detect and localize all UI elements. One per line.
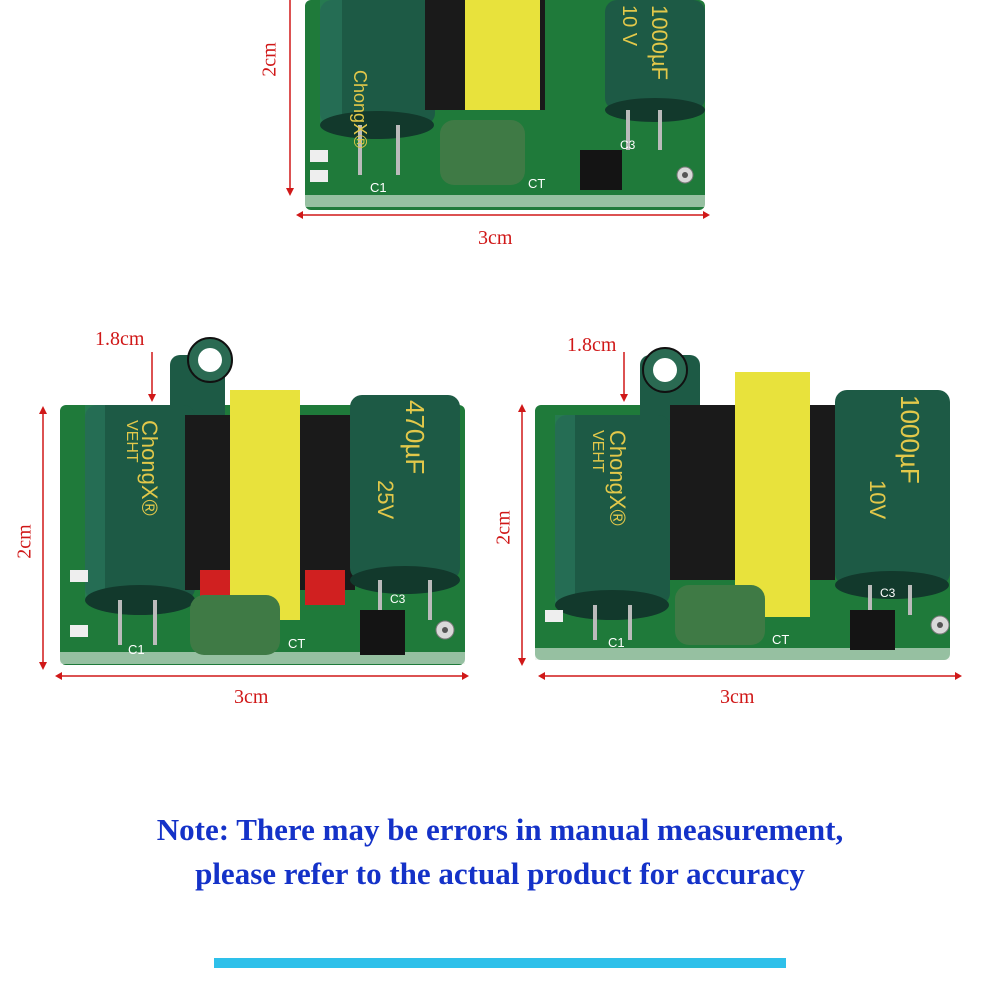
note-line-1: Note: There may be errors in manual meas…: [156, 812, 844, 847]
silk-c1: C1: [128, 642, 145, 657]
right-capacitor: [350, 395, 460, 580]
top-module-photo: ChongX® 1000µF 10 V C1 CT C3: [250, 0, 710, 260]
transformer: [465, 0, 540, 110]
left-dimension-lines: [39, 352, 469, 680]
ic-chip: [580, 150, 622, 190]
transformer: [230, 390, 300, 620]
left-capacitor: [320, 0, 435, 125]
right-module-photo: ChongX® VEHT 1000µF 10V C1 CT C3: [530, 330, 960, 680]
left-capacitor: [85, 405, 195, 600]
top-module-illustration: [305, 0, 705, 210]
silk-c3: C3: [880, 586, 896, 600]
film-capacitor: [675, 585, 765, 645]
ic-chip: [850, 610, 895, 650]
right-module-illustration: [535, 347, 950, 660]
film-capacitor: [190, 595, 280, 655]
silk-ct: CT: [288, 636, 306, 651]
silk-c3: C3: [620, 138, 636, 152]
top-width-label: 3cm: [478, 227, 513, 249]
top-dimension-lines: [286, 0, 710, 219]
silk-ct: CT: [528, 176, 546, 191]
silk-c3: C3: [390, 592, 406, 606]
film-capacitor: [440, 120, 525, 185]
right-dimension-lines: [518, 352, 962, 680]
silk-ct: CT: [772, 632, 790, 647]
right-capacitor: [605, 0, 705, 110]
note-line-2: please refer to the actual product for a…: [195, 856, 805, 891]
left-depth-label: 1.8cm: [95, 328, 145, 350]
left-module-photo: ChongX® VEHT 470µF 25V C1 CT C3: [50, 330, 480, 690]
ic-chip: [360, 610, 405, 655]
left-module-illustration: [60, 337, 465, 665]
divider-bar: [214, 958, 786, 968]
left-width-label: 3cm: [234, 686, 269, 708]
left-capacitor: [555, 415, 670, 605]
silk-c1: C1: [608, 635, 625, 650]
right-width-label: 3cm: [720, 686, 755, 708]
right-depth-label: 1.8cm: [567, 334, 617, 356]
transformer: [735, 372, 810, 617]
right-capacitor: [835, 390, 950, 585]
right-height-label: 2cm: [492, 510, 515, 545]
silk-c1: C1: [370, 180, 387, 195]
